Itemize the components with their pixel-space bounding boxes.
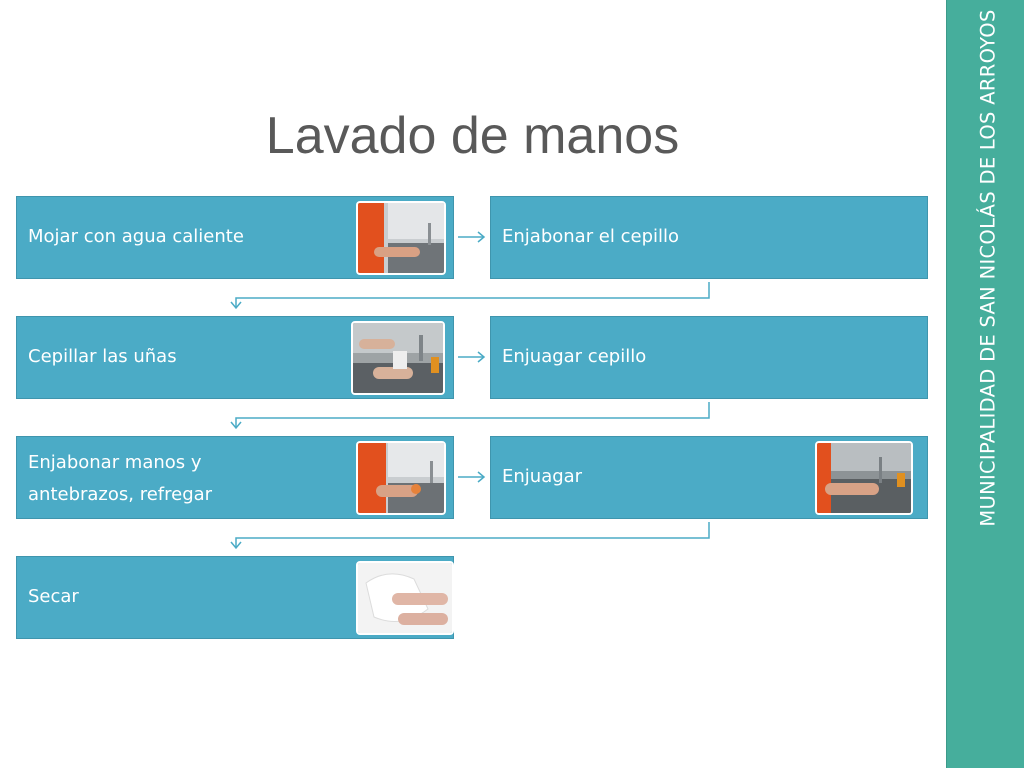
side-bar xyxy=(946,0,1024,768)
elbow-connector xyxy=(230,282,710,310)
arrow-right-icon xyxy=(458,231,486,243)
step-label: Enjabonar el cepillo xyxy=(502,226,680,247)
slide-title: Lavado de manos xyxy=(265,107,680,165)
step-enjabonar-cepillo: Enjabonar el cepillo xyxy=(490,196,928,279)
step-label: Cepillar las uñas xyxy=(28,346,177,367)
elbow-connector xyxy=(230,402,710,430)
elbow-connector xyxy=(230,522,710,550)
washing-hands-photo xyxy=(356,201,446,275)
step-label: Enjuagar cepillo xyxy=(502,346,647,367)
step-label-line1: Enjabonar manos y xyxy=(28,452,202,473)
step-label: Enjuagar xyxy=(502,466,583,487)
arrow-right-icon xyxy=(458,351,486,363)
step-label: Secar xyxy=(28,586,79,607)
step-label-line2: antebrazos, refregar xyxy=(28,484,213,505)
arrow-right-icon xyxy=(458,471,486,483)
drying-hands-photo xyxy=(356,561,454,635)
step-enjuagar-cepillo: Enjuagar cepillo xyxy=(490,316,928,399)
step-cepillar: Cepillar las uñas xyxy=(16,316,454,399)
flow-connectors xyxy=(230,231,710,550)
step-enjuagar: Enjuagar xyxy=(490,436,928,519)
step-label: Mojar con agua caliente xyxy=(28,226,244,247)
step-enjabonar-manos: Enjabonar manos y antebrazos, refregar xyxy=(16,436,454,519)
side-bar-text: MUNICIPALIDAD DE SAN NICOLÁS DE LOS ARRO… xyxy=(976,9,1000,527)
soaping-hands-photo xyxy=(356,441,446,515)
brushing-nails-photo xyxy=(351,321,445,395)
step-mojar: Mojar con agua caliente xyxy=(16,196,454,279)
rinsing-hands-photo xyxy=(815,441,913,515)
step-secar: Secar xyxy=(16,556,454,639)
